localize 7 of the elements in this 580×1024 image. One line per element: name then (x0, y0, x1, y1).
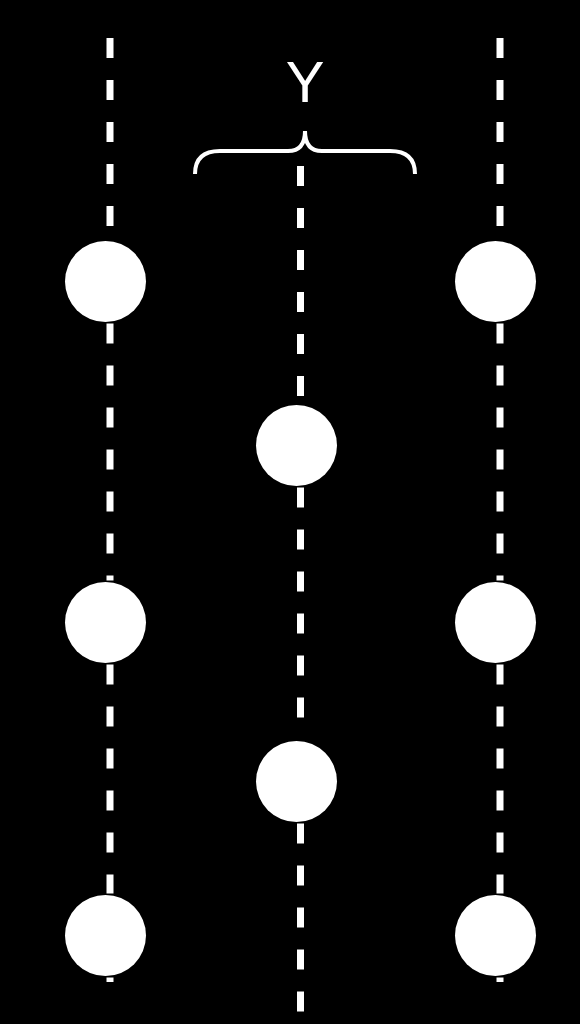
dashed-line (106, 664, 114, 894)
dashed-line (106, 323, 114, 581)
brace-label: Y (285, 53, 325, 111)
dashed-line (106, 977, 114, 982)
dashed-line (496, 664, 504, 894)
dashed-line (496, 977, 504, 982)
dashed-line (496, 323, 504, 581)
